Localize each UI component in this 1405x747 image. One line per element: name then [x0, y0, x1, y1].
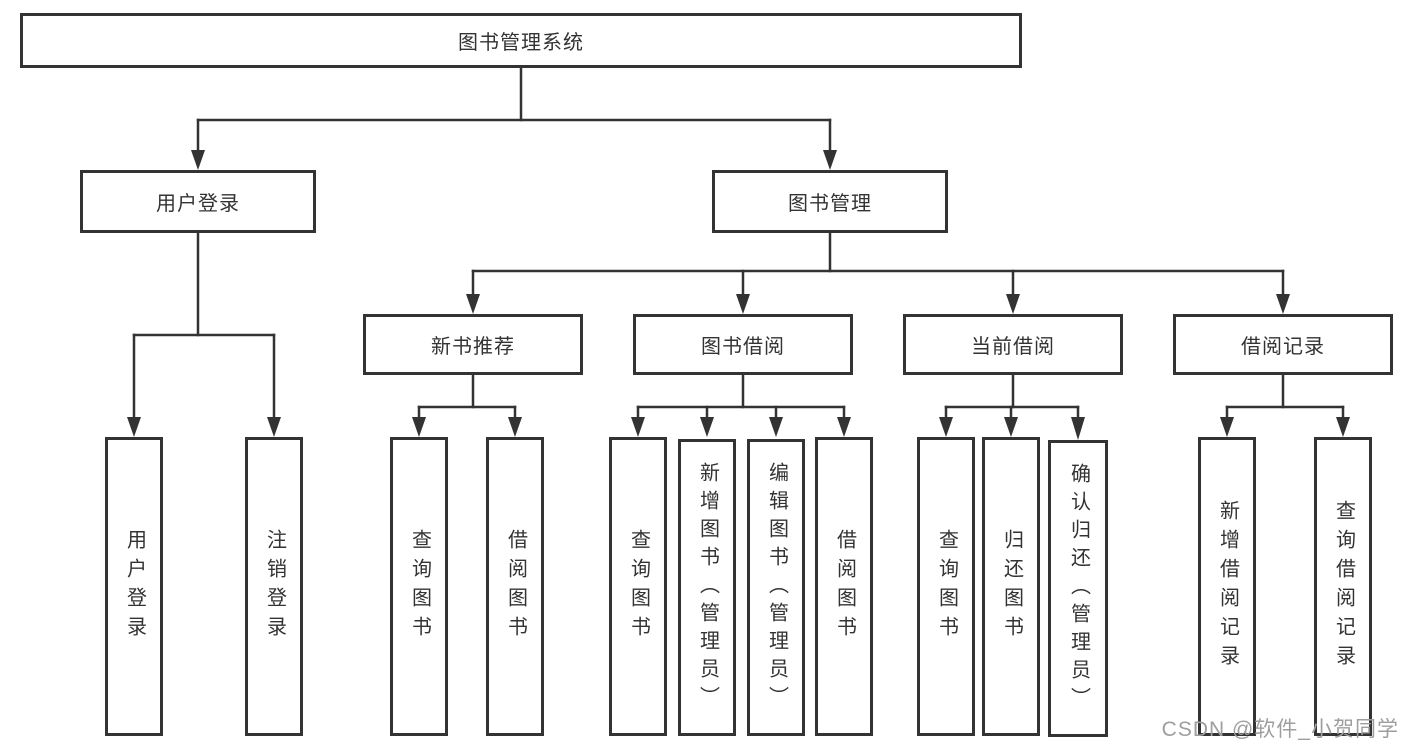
node-book-management-label: 图书管理 — [788, 193, 872, 215]
leaf-records-add-record: 新增借阅记录 — [1198, 437, 1256, 736]
leaf-borrow-edit-book-admin-label: 编辑图书（管理员） — [765, 461, 788, 714]
leaf-borrow-edit-book-admin: 编辑图书（管理员） — [747, 439, 805, 736]
connector-root-to-level2 — [191, 66, 837, 170]
connector-recommend-to-leaves — [412, 373, 522, 437]
leaf-login-logout-label: 注销登录 — [263, 528, 286, 645]
node-borrow-records-label: 借阅记录 — [1241, 336, 1325, 358]
node-current-borrow-label: 当前借阅 — [971, 336, 1055, 358]
leaf-borrow-query-book: 查询图书 — [609, 437, 667, 736]
leaf-recommend-query-book-label: 查询图书 — [408, 528, 431, 645]
node-root-label: 图书管理系统 — [458, 32, 584, 54]
leaf-current-return-book: 归还图书 — [982, 437, 1040, 736]
node-new-book-recommend-label: 新书推荐 — [431, 336, 515, 358]
leaf-recommend-query-book: 查询图书 — [390, 437, 448, 736]
leaf-current-query-book-label: 查询图书 — [935, 528, 958, 645]
leaf-records-query-record-label: 查询借阅记录 — [1332, 499, 1355, 674]
connector-login-to-leaves — [127, 231, 281, 437]
leaf-login-logout: 注销登录 — [245, 437, 303, 736]
connector-borrow-to-leaves — [631, 373, 851, 437]
node-new-book-recommend: 新书推荐 — [363, 314, 583, 375]
leaf-borrow-borrow-book-label: 借阅图书 — [833, 528, 856, 645]
node-book-borrow-label: 图书借阅 — [701, 336, 785, 358]
leaf-login-user-login: 用户登录 — [105, 437, 163, 736]
leaf-records-query-record: 查询借阅记录 — [1314, 437, 1372, 736]
node-book-borrow: 图书借阅 — [633, 314, 853, 375]
leaf-borrow-borrow-book: 借阅图书 — [815, 437, 873, 736]
leaf-borrow-add-book-admin-label: 新增图书（管理员） — [696, 461, 719, 714]
leaf-current-confirm-return-admin-label: 确认归还（管理员） — [1067, 462, 1090, 715]
leaf-borrow-query-book-label: 查询图书 — [627, 528, 650, 645]
node-user-login: 用户登录 — [80, 170, 316, 233]
connector-management-to-level3 — [466, 231, 1290, 314]
node-user-login-label: 用户登录 — [156, 193, 240, 215]
node-borrow-records: 借阅记录 — [1173, 314, 1393, 375]
leaf-current-confirm-return-admin: 确认归还（管理员） — [1048, 440, 1108, 737]
connector-current-to-leaves — [939, 373, 1085, 440]
node-current-borrow: 当前借阅 — [903, 314, 1123, 375]
node-root: 图书管理系统 — [20, 13, 1022, 68]
leaf-current-query-book: 查询图书 — [917, 437, 975, 736]
leaf-records-add-record-label: 新增借阅记录 — [1216, 499, 1239, 674]
leaf-borrow-add-book-admin: 新增图书（管理员） — [678, 439, 736, 736]
leaf-recommend-borrow-book-label: 借阅图书 — [504, 528, 527, 645]
csdn-watermark: CSDN @软件_小贺同学 — [1161, 718, 1399, 741]
leaf-recommend-borrow-book: 借阅图书 — [486, 437, 544, 736]
node-book-management: 图书管理 — [712, 170, 948, 233]
connector-records-to-leaves — [1220, 373, 1350, 437]
leaf-current-return-book-label: 归还图书 — [1000, 528, 1023, 645]
leaf-login-user-login-label: 用户登录 — [123, 528, 146, 645]
